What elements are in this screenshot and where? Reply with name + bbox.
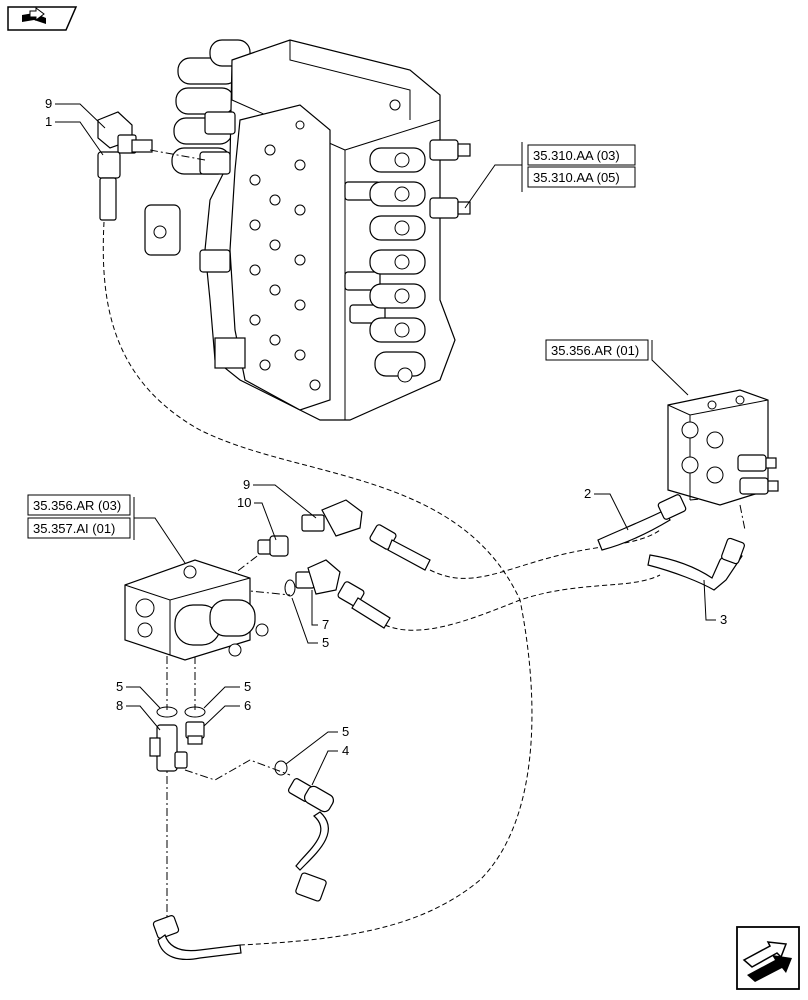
- hose-2: [597, 494, 687, 551]
- callout-5-left: 5: [116, 679, 161, 709]
- ref-solenoid-2: 35.357.AI (01): [33, 521, 115, 536]
- adapter-fitting-1-upper: [97, 151, 121, 221]
- seal-ring-5a: [156, 706, 178, 718]
- hose-3: [647, 537, 745, 591]
- seal-ring-5c: [274, 760, 288, 776]
- valve-block-right: [667, 389, 779, 506]
- tube-fitting-middle-2: [337, 581, 391, 629]
- callout-5-right: 5: [203, 679, 251, 709]
- tube-fitting-middle-1: [369, 524, 431, 571]
- callout-1-upper: 1: [45, 114, 104, 156]
- callout-6: 6: [203, 698, 251, 727]
- callout-2: 2: [584, 486, 629, 531]
- elbow-fitting-7: [284, 559, 341, 597]
- callout-7: 7: [311, 590, 329, 632]
- svg-text:3: 3: [720, 612, 727, 627]
- svg-text:4: 4: [342, 743, 349, 758]
- callout-4: 4: [311, 743, 349, 786]
- hose-route-right: [429, 529, 661, 579]
- callout-5-lower: 5: [285, 724, 349, 765]
- ref-main-valve-2: 35.310.AA (05): [533, 170, 620, 185]
- svg-text:8: 8: [116, 698, 123, 713]
- callout-5-middle: 5: [291, 597, 329, 650]
- elbow-fitting-9-upper: [97, 111, 153, 154]
- bottom-hose: [152, 915, 242, 961]
- ref-box-solenoid[interactable]: 35.356.AR (03) 35.357.AI (01): [27, 494, 186, 564]
- svg-text:5: 5: [116, 679, 123, 694]
- plug-6: [185, 721, 205, 745]
- hose-route-left: [102, 221, 533, 946]
- ref-box-main-valve[interactable]: 35.310.AA (03) 35.310.AA (05): [464, 142, 636, 209]
- callout-9-middle: 9: [243, 477, 317, 519]
- next-page-arrow-icon[interactable]: [736, 926, 800, 990]
- svg-text:1: 1: [45, 114, 52, 129]
- svg-text:9: 9: [45, 96, 52, 111]
- solenoid-valve-assembly: [124, 559, 269, 661]
- tee-fitting-8: [149, 724, 188, 772]
- ref-box-valve-block[interactable]: 35.356.AR (01): [545, 339, 689, 396]
- svg-text:9: 9: [243, 477, 250, 492]
- ref-solenoid-1: 35.356.AR (03): [33, 498, 121, 513]
- svg-text:7: 7: [322, 617, 329, 632]
- hose-route-lower: [384, 574, 661, 631]
- svg-text:10: 10: [237, 495, 251, 510]
- svg-text:5: 5: [244, 679, 251, 694]
- svg-text:5: 5: [322, 635, 329, 650]
- callout-10: 10: [237, 495, 277, 541]
- callout-8: 8: [116, 698, 161, 731]
- book-arrow-icon[interactable]: [7, 6, 78, 31]
- main-control-valve: [144, 39, 471, 421]
- connector-10: [257, 535, 289, 557]
- elbow-fitting-9-middle: [301, 499, 363, 537]
- callout-3: 3: [703, 579, 727, 627]
- tube-4: [287, 778, 335, 902]
- svg-text:6: 6: [244, 698, 251, 713]
- seal-ring-5b: [184, 706, 206, 718]
- svg-text:2: 2: [584, 486, 591, 501]
- callout-9-upper: 9: [45, 96, 106, 129]
- svg-text:5: 5: [342, 724, 349, 739]
- ref-valve-block: 35.356.AR (01): [551, 343, 639, 358]
- ref-main-valve-1: 35.310.AA (03): [533, 148, 620, 163]
